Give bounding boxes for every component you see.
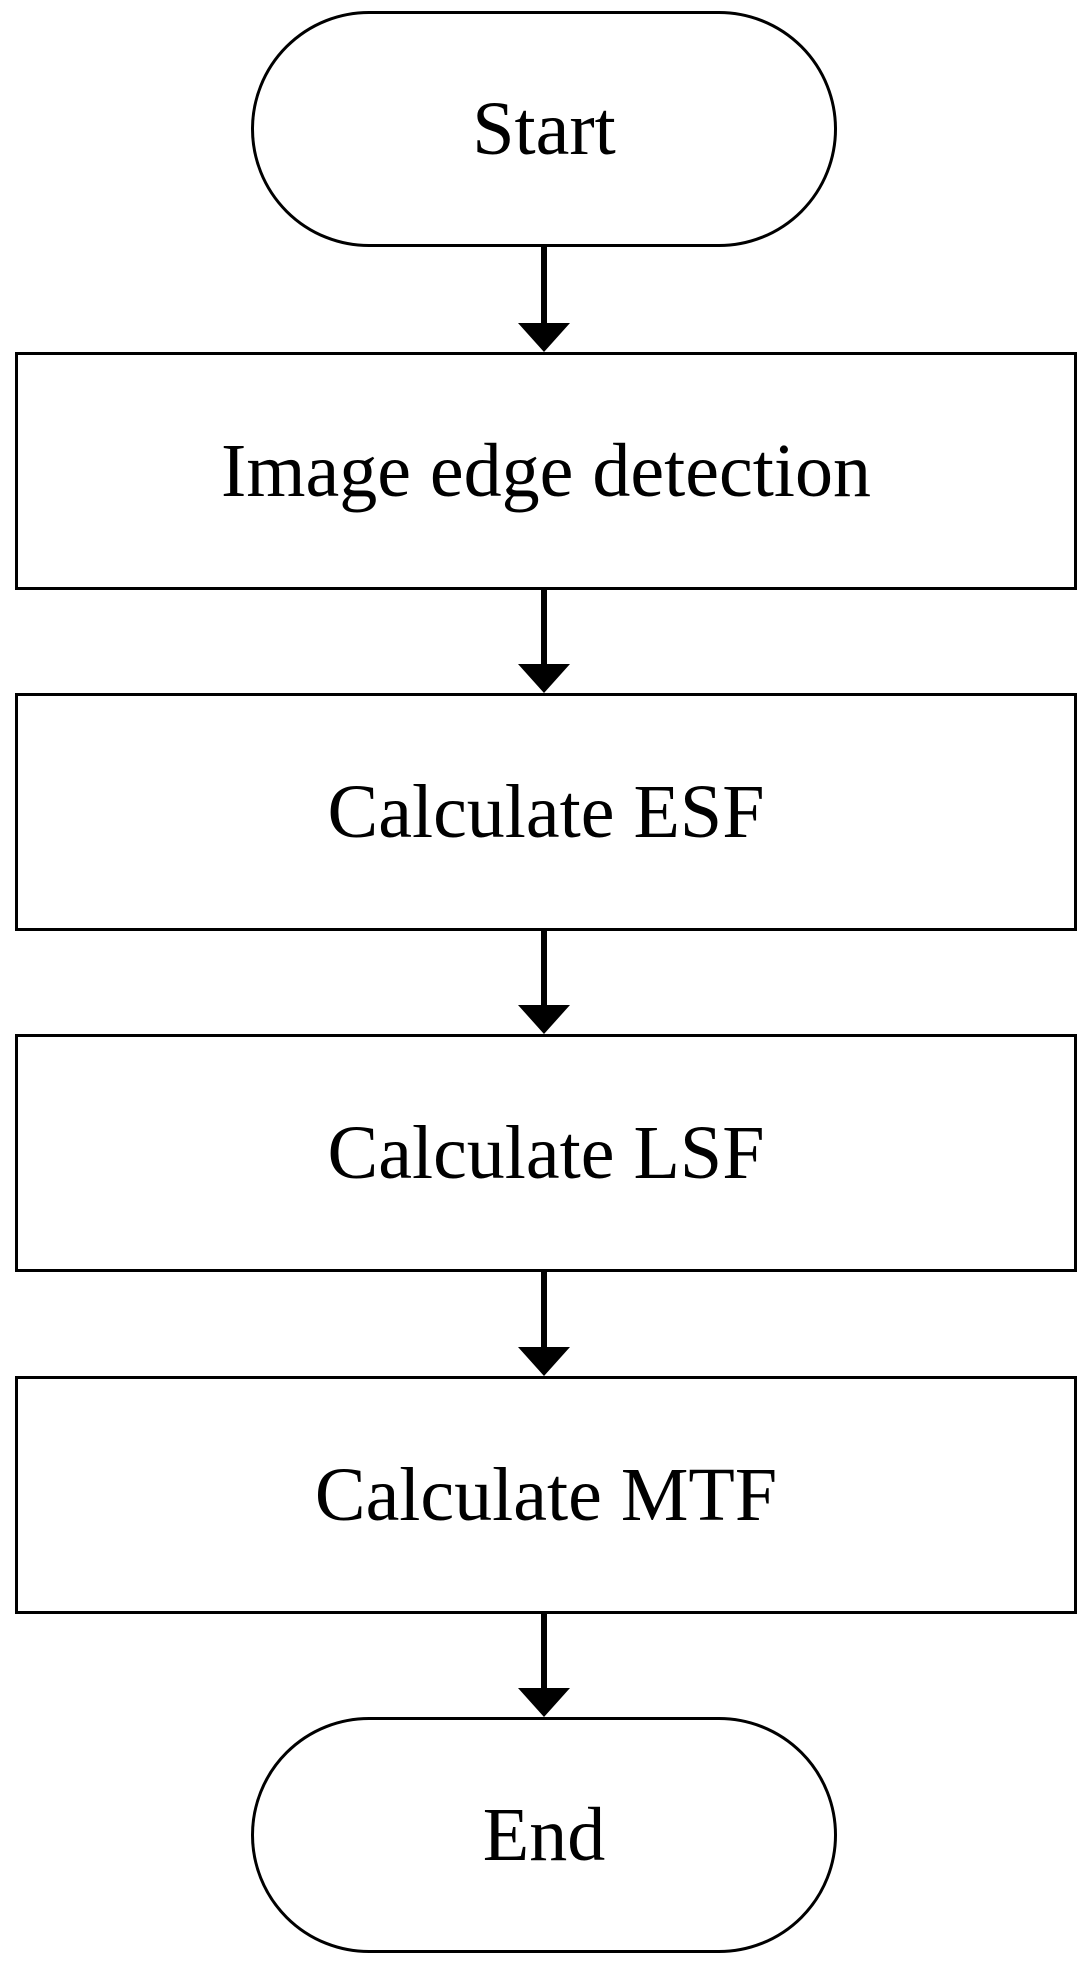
- image-edge-detection-label: Image edge detection: [221, 429, 871, 513]
- arrow-mtf-to-end: [518, 1614, 570, 1717]
- start-node-label: Start: [472, 87, 616, 171]
- arrow-lsf-to-mtf: [518, 1272, 570, 1376]
- end-node-label: End: [482, 1793, 606, 1877]
- arrow-esf-to-lsf: [518, 931, 570, 1034]
- calculate-lsf-node: Calculate LSF: [15, 1034, 1077, 1272]
- arrow-edge-to-esf: [518, 590, 570, 693]
- image-edge-detection-node: Image edge detection: [15, 352, 1077, 590]
- start-node: Start: [251, 11, 837, 247]
- arrow-start-to-edge: [518, 247, 570, 352]
- calculate-esf-node: Calculate ESF: [15, 693, 1077, 931]
- calculate-lsf-label: Calculate LSF: [327, 1111, 765, 1195]
- calculate-mtf-label: Calculate MTF: [314, 1453, 778, 1537]
- end-node: End: [251, 1717, 837, 1953]
- calculate-mtf-node: Calculate MTF: [15, 1376, 1077, 1614]
- calculate-esf-label: Calculate ESF: [327, 770, 765, 854]
